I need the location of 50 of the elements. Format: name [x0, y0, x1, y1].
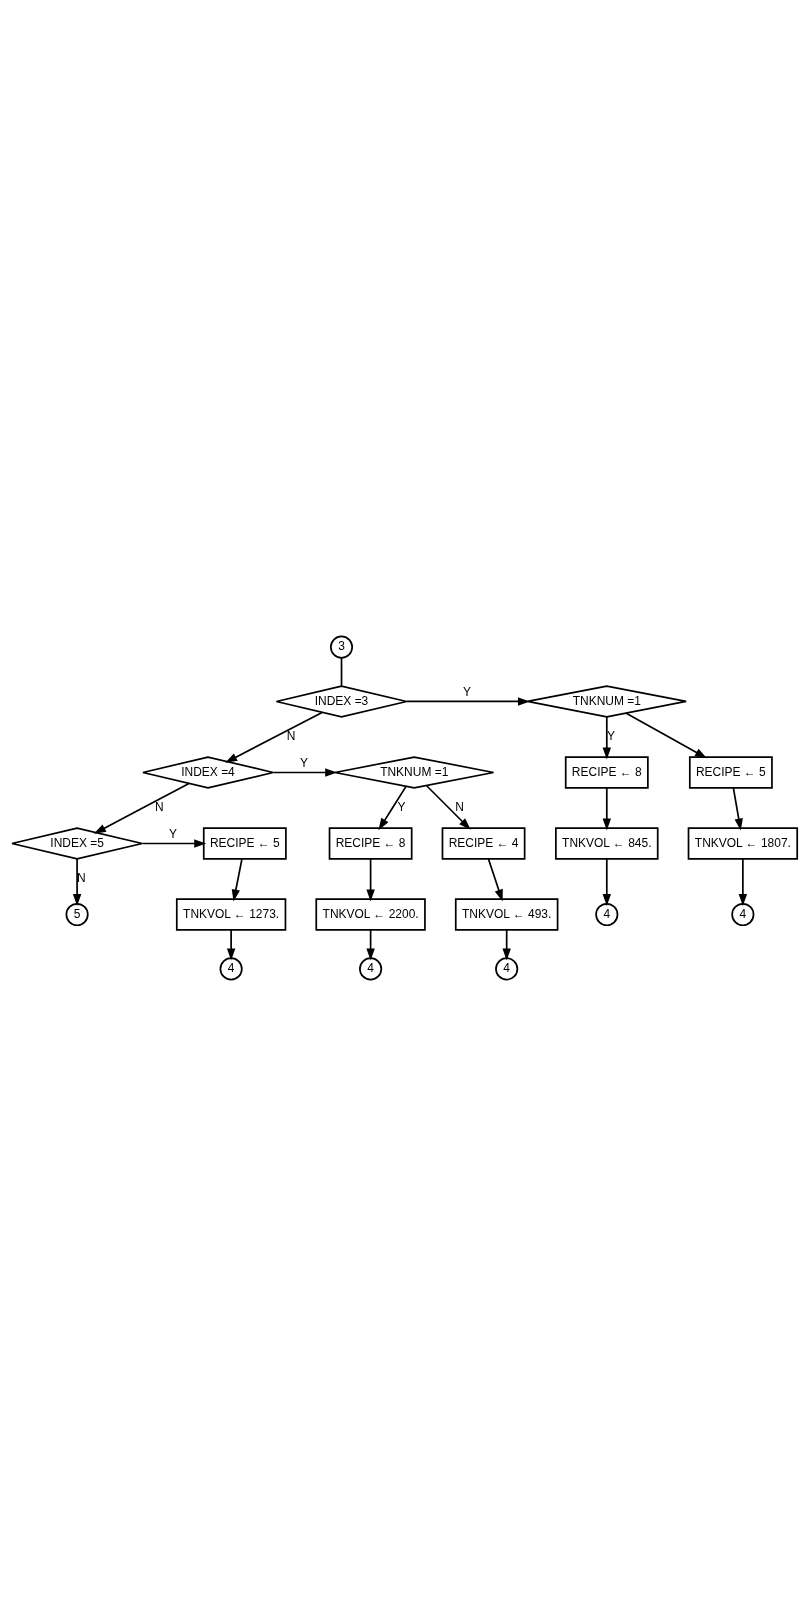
arrow: [602, 858, 611, 907]
arrow: [72, 858, 82, 907]
node-diamond: TNKNUM =1: [526, 685, 687, 718]
node-circle: 4: [495, 957, 519, 981]
node-circle: 4: [731, 903, 755, 927]
node-box: TNKVOL ← 1273.: [175, 898, 287, 931]
arrow: [225, 711, 323, 763]
arrow: [732, 787, 743, 831]
node-box: RECIPE ← 8: [328, 827, 413, 860]
node-box: RECIPE ← 4: [441, 827, 526, 860]
edge-label: Y: [169, 826, 178, 841]
arrow: [602, 787, 611, 831]
node-box: TNKVOL ← 493.: [454, 898, 559, 931]
edge-label: N: [455, 800, 464, 815]
node-diamond: INDEX =3: [275, 685, 408, 718]
edge-label: N: [77, 871, 86, 886]
arrow: [366, 858, 375, 902]
arrow: [226, 929, 236, 961]
node-box: TNKVOL ← 2200.: [315, 898, 426, 931]
arrow: [738, 858, 748, 907]
arrow: [405, 697, 530, 706]
node-circle: 3: [329, 635, 354, 659]
arrow: [93, 782, 190, 834]
arrow: [487, 858, 503, 902]
node-diamond: INDEX =5: [11, 827, 144, 860]
node-diamond: INDEX =4: [142, 756, 274, 789]
arrow: [366, 929, 375, 961]
connector: [340, 657, 343, 687]
edge-label: N: [154, 800, 164, 815]
node-box: TNKVOL ← 845.: [555, 827, 659, 860]
edge-label: Y: [300, 755, 309, 770]
arrow: [141, 839, 207, 848]
node-box: TNKVOL ← 1807.: [687, 827, 799, 860]
arrow: [272, 768, 338, 777]
node-diamond: TNKNUM =1: [334, 756, 495, 789]
node-circle: 4: [219, 957, 243, 981]
arrow: [378, 785, 407, 831]
node-box: RECIPE ← 5: [688, 756, 773, 789]
arrow: [502, 929, 511, 961]
arrow: [625, 712, 707, 759]
node-circle: 5: [65, 903, 89, 927]
node-circle: 4: [359, 957, 383, 981]
edge-label: N: [286, 729, 296, 744]
arrow: [425, 784, 471, 830]
node-circle: 4: [595, 903, 619, 927]
node-box: RECIPE ← 8: [564, 756, 649, 789]
edge-label: Y: [397, 800, 406, 815]
arrow: [231, 858, 243, 902]
edge-label: Y: [463, 684, 472, 699]
node-box: RECIPE ← 5: [202, 827, 287, 860]
